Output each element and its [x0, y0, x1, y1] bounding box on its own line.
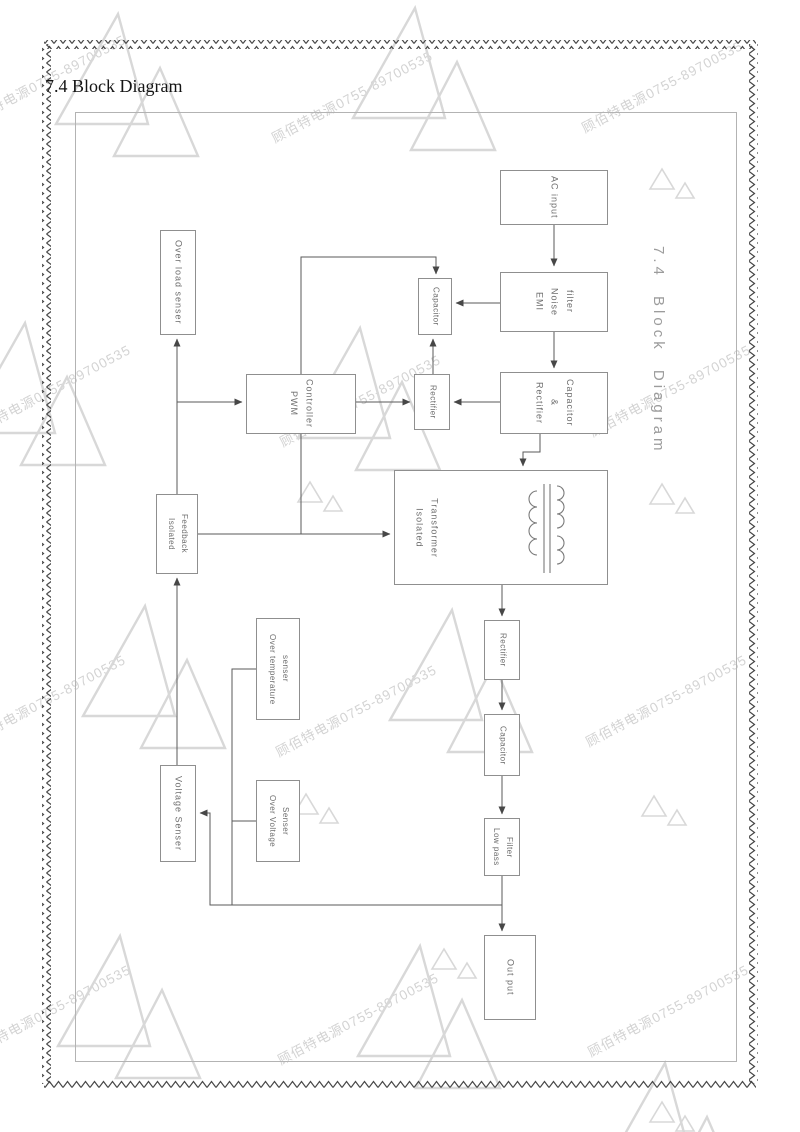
block-label: Over temperature senser	[268, 633, 290, 705]
block-label: Rectifier & Capacitor	[534, 379, 575, 427]
block-ac-input: AC input	[500, 170, 608, 225]
block-rectifier-capacitor: Rectifier & Capacitor	[500, 372, 608, 434]
block-label: Over load senser	[173, 240, 184, 325]
block-label: Capacitor	[431, 287, 441, 326]
block-rectifier-output: Rectifier	[484, 620, 520, 680]
block-label: Isolated Transformer	[414, 497, 440, 558]
block-label: Over Voltage Senser	[268, 794, 290, 848]
block-over-voltage-senser: Over Voltage Senser	[256, 780, 300, 862]
block-capacitor-output: Capacitor	[484, 714, 520, 776]
section-title: 7.4 Block Diagram	[45, 76, 183, 96]
block-label: AC input	[549, 176, 560, 219]
block-label: Isolated Feedback	[167, 514, 189, 554]
block-low-pass-filter: Low pass Filter	[484, 818, 520, 876]
side-title-rotated: 7.4 Block Diagram	[650, 246, 667, 455]
block-label: Capacitor	[498, 725, 508, 765]
block-label: EMI Noise filter	[534, 287, 575, 316]
block-isolated-feedback: Isolated Feedback	[156, 494, 198, 574]
diagram-frame	[75, 112, 737, 1062]
block-emi-noise-filter: EMI Noise filter	[500, 272, 608, 332]
block-label: Out put	[505, 959, 516, 996]
watermark-triangle-small	[649, 1101, 695, 1132]
block-pwm-controller: PWM Controller	[246, 374, 356, 434]
transformer-symbol	[528, 484, 565, 573]
block-over-temperature-senser: Over temperature senser	[256, 618, 300, 720]
block-label: PWM Controller	[289, 379, 315, 429]
block-label: Low pass Filter	[492, 828, 514, 866]
block-label: Rectifier	[428, 385, 438, 419]
block-over-load-senser: Over load senser	[160, 230, 196, 335]
block-output: Out put	[484, 935, 536, 1020]
block-capacitor-aux: Capacitor	[418, 278, 452, 335]
block-isolated-transformer: Isolated Transformer	[394, 470, 608, 585]
block-label: Rectifier	[498, 633, 508, 667]
block-rectifier-aux: Rectifier	[414, 374, 450, 430]
block-label: Voltage Senser	[173, 775, 184, 852]
block-voltage-senser: Voltage Senser	[160, 765, 196, 862]
